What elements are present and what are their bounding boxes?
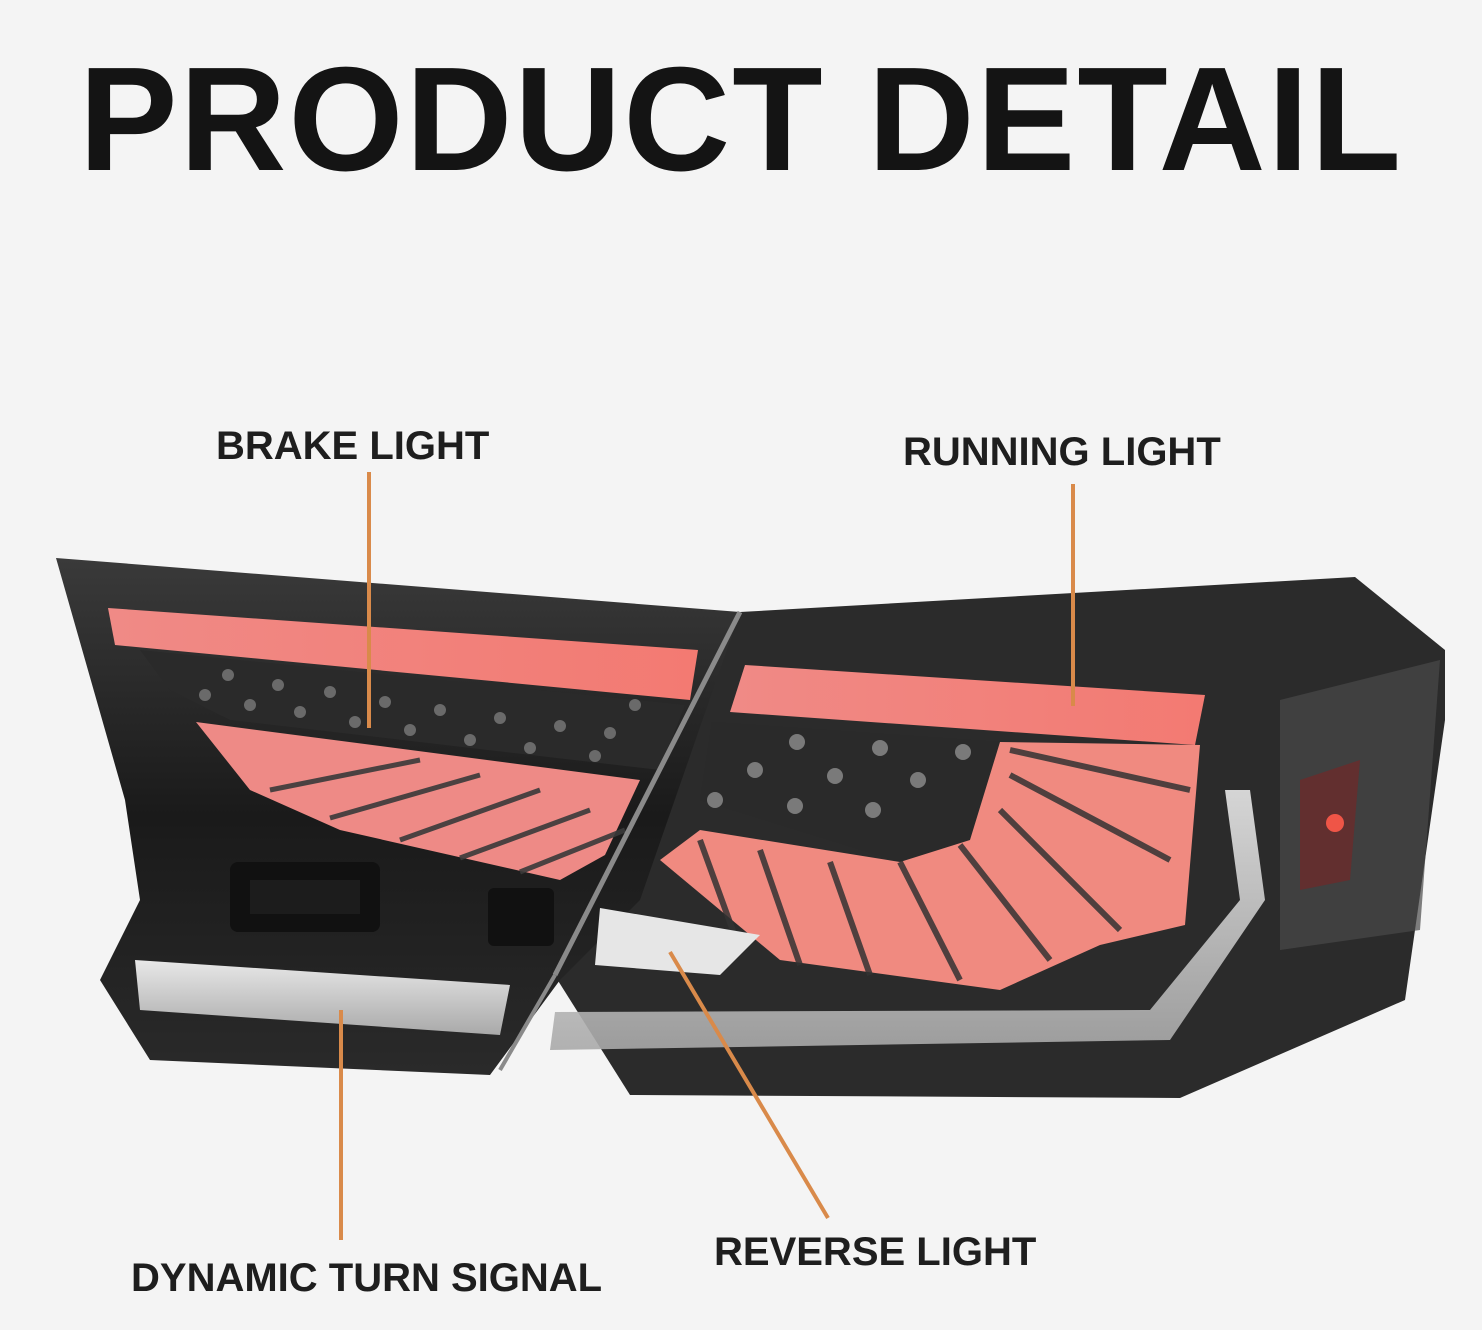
reverse-light-label: REVERSE LIGHT — [714, 1230, 1037, 1274]
reverse-light-lens — [595, 908, 760, 975]
page-title: PRODUCT DETAIL — [78, 37, 1404, 202]
right-led-field — [700, 722, 1000, 862]
leader-reverse — [668, 950, 830, 1220]
left-upper-red-bar — [108, 608, 698, 700]
left-feathers — [196, 722, 640, 880]
brake-light-label: BRAKE LIGHT — [216, 424, 490, 468]
right-upper-red-bar — [730, 665, 1205, 745]
running-light-label: RUNNING LIGHT — [903, 430, 1221, 474]
dynamic-turn-signal-label: DYNAMIC TURN SIGNAL — [131, 1256, 603, 1300]
lower-right-white-bar — [550, 790, 1265, 1050]
leader-lines — [339, 472, 1075, 1240]
connector-right — [488, 888, 554, 946]
lower-left-white-bar — [135, 960, 510, 1035]
